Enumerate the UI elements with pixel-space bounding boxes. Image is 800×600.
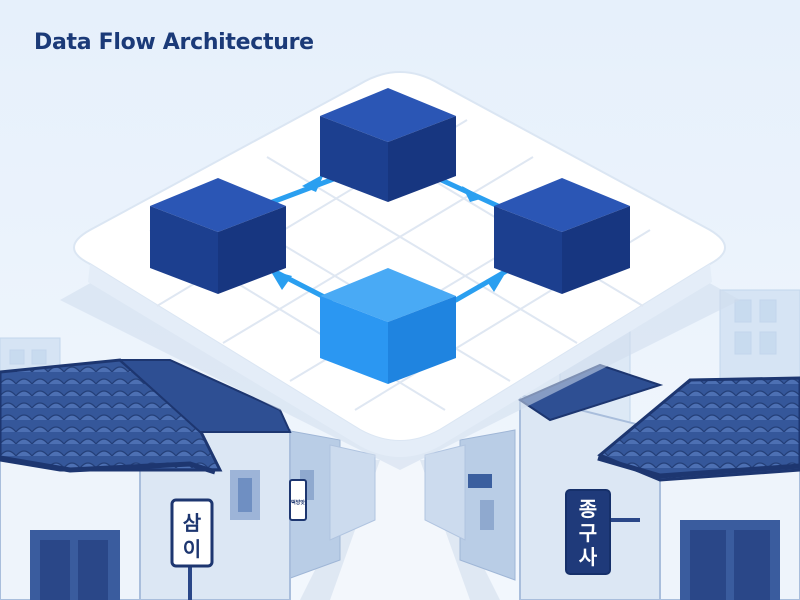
shop-sign-left: 삼 이 [170, 498, 214, 600]
flow-arrows [253, 169, 525, 303]
node-right [494, 178, 630, 294]
shop-sign-small: 떡방앗 [289, 479, 307, 521]
node-bottom [320, 268, 456, 384]
diagram-title: Data Flow Architecture [34, 30, 314, 55]
traditional-house-left [0, 358, 292, 600]
node-top [320, 88, 456, 202]
sign-right-char-3: 사 [579, 545, 598, 569]
street-buildings-right [424, 429, 516, 581]
node-left [150, 178, 286, 294]
sign-small-text: 떡방앗 [291, 499, 305, 506]
sign-right-char-2: 구 [579, 521, 597, 545]
sign-left-char-2: 이 [183, 537, 201, 561]
platform [73, 70, 726, 457]
sign-left-char-1: 삼 [183, 511, 202, 535]
sign-right-char-1: 종 [579, 497, 597, 521]
shop-sign-right: 종 구 사 [565, 489, 640, 575]
